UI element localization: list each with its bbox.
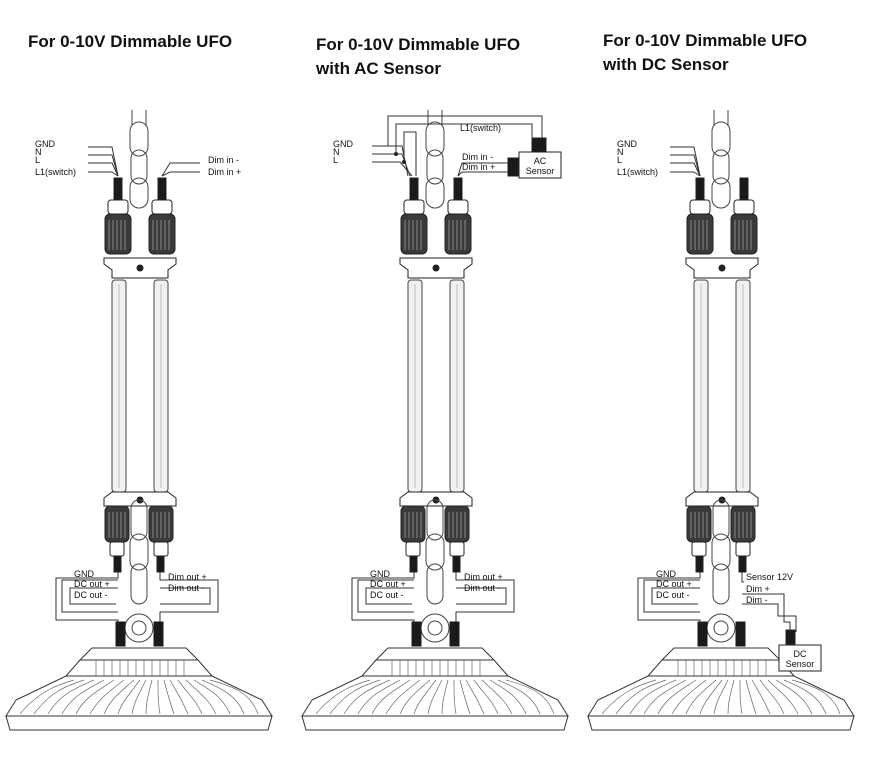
panel2-diagram: AC Sensor GND N L L1(switch) Dim in - Di… bbox=[301, 109, 569, 731]
panel3-lamp-icon bbox=[587, 109, 855, 731]
p2-label-dim-out-minus: Dim out - bbox=[464, 583, 501, 593]
p3-label-dc-out-plus: DC out + bbox=[656, 579, 692, 589]
p3-label-dc-out-minus: DC out - bbox=[656, 590, 690, 600]
p2-label-dc-out-minus: DC out - bbox=[370, 590, 404, 600]
p2-label-l1switch: L1(switch) bbox=[460, 123, 501, 133]
panel2-lamp-icon bbox=[301, 109, 569, 731]
panel2-title-line1: For 0-10V Dimmable UFO bbox=[316, 35, 521, 54]
p2-label-dim-out-plus: Dim out + bbox=[464, 572, 503, 582]
p3-label-gnd: GND bbox=[617, 139, 638, 149]
p1-label-dim-out-plus: Dim out + bbox=[168, 572, 207, 582]
p1-label-l1switch: L1(switch) bbox=[35, 167, 76, 177]
p3-sensor-line2: Sensor bbox=[786, 659, 815, 669]
panel3-title-line1: For 0-10V Dimmable UFO bbox=[603, 31, 808, 50]
p1-label-dim-in-plus: Dim in + bbox=[208, 167, 241, 177]
panel3-diagram: GND N L L1(switch) DC Sensor GND DC out … bbox=[587, 109, 855, 731]
p1-label-n: N bbox=[35, 147, 42, 157]
ac-sensor-box bbox=[518, 151, 562, 179]
p3-label-gnd-out: GND bbox=[656, 569, 677, 579]
p1-label-dc-out-minus: DC out - bbox=[74, 590, 108, 600]
panel3-title: For 0-10V Dimmable UFO with DC Sensor bbox=[603, 29, 807, 77]
p3-label-dim-minus: Dim - bbox=[746, 595, 768, 605]
p1-label-l: L bbox=[35, 155, 40, 165]
p2-sensor-line1: AC bbox=[534, 156, 547, 166]
panel1-title: For 0-10V Dimmable UFO bbox=[28, 30, 232, 54]
p2-label-gnd-out: GND bbox=[370, 569, 391, 579]
p3-label-l1switch: L1(switch) bbox=[617, 167, 658, 177]
p3-label-l: L bbox=[617, 155, 622, 165]
dc-sensor-box bbox=[778, 644, 822, 672]
p3-label-dim-plus: Dim + bbox=[746, 584, 770, 594]
panel1-diagram: GND N L L1(switch) Dim in - Dim in + GND… bbox=[5, 109, 273, 731]
p1-label-dim-out-minus: Dim out - bbox=[168, 583, 205, 593]
panel1-title-line1: For 0-10V Dimmable UFO bbox=[28, 32, 233, 51]
p1-label-dim-in-minus: Dim in - bbox=[208, 155, 239, 165]
panel3-title-line2: with DC Sensor bbox=[603, 55, 729, 74]
p3-sensor-line1: DC bbox=[794, 649, 807, 659]
p2-label-dim-in-plus: Dim in + bbox=[462, 162, 495, 172]
p1-label-gnd: GND bbox=[35, 139, 56, 149]
p1-label-gnd-out: GND bbox=[74, 569, 95, 579]
panel2-title-line2: with AC Sensor bbox=[316, 59, 441, 78]
p3-label-n: N bbox=[617, 147, 624, 157]
p2-sensor-line2: Sensor bbox=[526, 166, 555, 176]
p2-label-gnd: GND bbox=[333, 139, 354, 149]
p2-label-dc-out-plus: DC out + bbox=[370, 579, 406, 589]
p2-label-n: N bbox=[333, 147, 340, 157]
p1-label-dc-out-plus: DC out + bbox=[74, 579, 110, 589]
p3-label-sensor-12v: Sensor 12V bbox=[746, 572, 793, 582]
p2-label-l: L bbox=[333, 155, 338, 165]
panel2-title: For 0-10V Dimmable UFO with AC Sensor bbox=[316, 33, 520, 81]
p2-label-dim-in-minus: Dim in - bbox=[462, 152, 493, 162]
panel1-lamp-icon bbox=[5, 109, 273, 731]
